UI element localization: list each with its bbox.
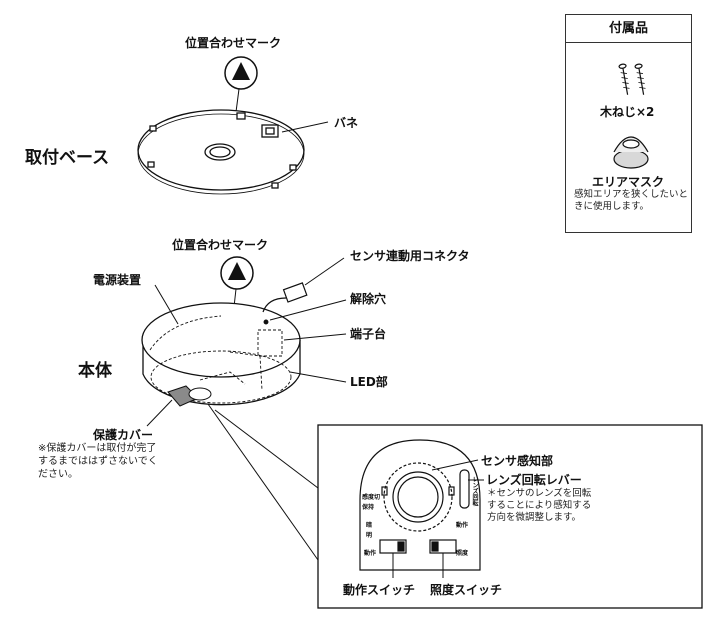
accessories-title: 付属品 <box>566 15 691 43</box>
area-mask-icon <box>613 136 649 169</box>
spring-label: バネ <box>334 116 359 130</box>
area-mask-note: 感知エリアを狭くしたいときに使用します。 <box>574 189 689 212</box>
release-hole-label: 解除穴 <box>350 292 387 306</box>
connector-shape <box>262 282 308 313</box>
accessories-panel: 付属品 木ねじ×2 エリアマスク 感知エリアを狭くしたいときに使用します。 <box>565 14 692 233</box>
alignment-triangle-icon-body <box>220 256 254 317</box>
sensor-part-label: センサ感知部 <box>481 454 554 468</box>
alignment-mark-label-body: 位置合わせマーク <box>172 238 269 252</box>
lens-lever-label: レンズ回転レバー <box>486 473 582 487</box>
lens-lever-note: ＊センサのレンズを回転することにより感知する方向を微調整します。 <box>487 488 592 523</box>
alignment-mark-label-top: 位置合わせマーク <box>185 36 282 50</box>
mount-base-label: 取付ベース <box>25 148 110 168</box>
area-mask-label: エリアマスク <box>592 175 665 189</box>
body-label: 本体 <box>78 361 112 381</box>
wood-screw-icon <box>618 63 646 95</box>
motion-switch-label: 動作スイッチ <box>343 583 416 597</box>
light-switch-label: 照度スイッチ <box>430 583 503 597</box>
tiny-mark-right-motion: 動作 <box>456 522 469 529</box>
sensor-connector-label: センサ連動用コネクタ <box>350 249 470 263</box>
tiny-mark-motion: 動作 <box>364 550 377 557</box>
tiny-mark-illuminance: 照度 <box>456 550 469 557</box>
alignment-triangle-icon-top <box>224 56 258 113</box>
wood-screws-label: 木ねじ×2 <box>600 105 655 119</box>
tiny-mark-dark: 暗 <box>366 522 373 529</box>
tiny-mark-sensitivity: 感度切 <box>362 494 381 501</box>
led-part-label: LED部 <box>350 375 388 389</box>
protective-cover-label: 保護カバー <box>93 428 154 442</box>
mounting-base-plate <box>137 109 305 195</box>
tiny-mark-bright: 明 <box>366 532 373 539</box>
protective-cover-note: ※保護カバーは取付が完了するまでははずさないでください。 <box>38 443 158 480</box>
terminal-block-label: 端子台 <box>350 327 387 341</box>
tiny-mark-hold: 保持 <box>362 504 375 511</box>
power-unit-label: 電源装置 <box>93 273 142 287</box>
tiny-mark-lens-rotate: レンズ回転 <box>471 476 478 506</box>
